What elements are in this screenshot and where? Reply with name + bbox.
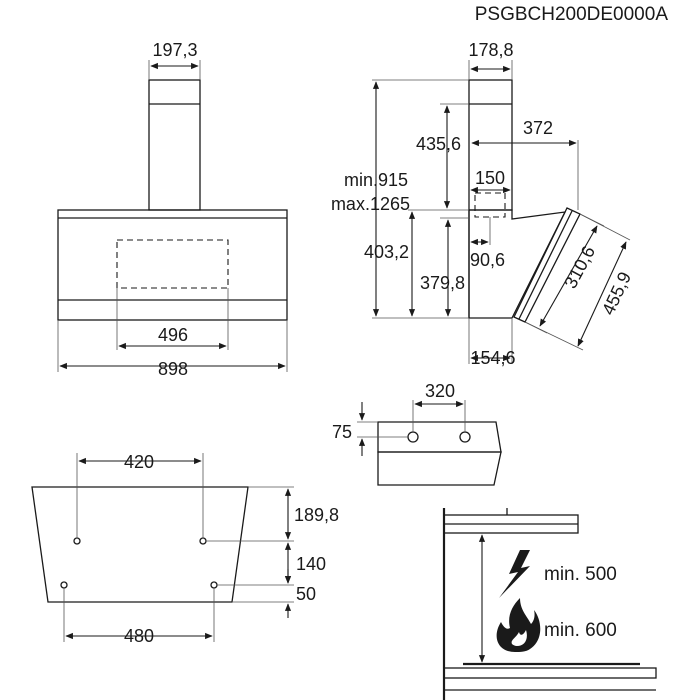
dim-panel-width: 898 <box>158 359 188 379</box>
flame-icon <box>496 598 541 652</box>
dim-hole-height: 75 <box>332 422 352 442</box>
dim-chimney-depth: 178,8 <box>468 40 513 60</box>
dim-inner-offset: 90,6 <box>470 250 505 270</box>
clearance-cooktop <box>443 667 657 679</box>
dim-glass-long: 455,9 <box>598 269 635 318</box>
side-outlet <box>474 192 506 218</box>
dim-chimney-width: 197,3 <box>152 40 197 60</box>
bracket-hole-right <box>459 431 471 443</box>
dim-inner-width: 496 <box>158 325 188 345</box>
front-view: 197,3 496 898 <box>57 40 288 379</box>
dim-lower-spacing: 480 <box>124 626 154 646</box>
dim-height-max: max.1265 <box>331 194 410 214</box>
dim-height-middle: 140 <box>296 554 326 574</box>
clearance-electric-label: min. 500 <box>544 564 617 585</box>
dim-glass-short: 310,6 <box>560 243 599 292</box>
dim-hole-spacing: 320 <box>425 381 455 401</box>
front-control-area <box>116 239 229 289</box>
mount-hole-lower-left <box>60 581 68 589</box>
bracket-view: 320 75 <box>332 381 502 486</box>
dim-height-min: min.915 <box>344 170 408 190</box>
dim-projection: 372 <box>523 118 553 138</box>
mount-hole-upper-right <box>199 537 207 545</box>
model-code: PSGBCH200DE0000A <box>475 4 669 25</box>
dim-inner-height-b: 379,8 <box>420 273 465 293</box>
front-hood-panel <box>57 209 288 321</box>
mount-hole-lower-right <box>210 581 218 589</box>
side-view: 178,8 min.915 max.1265 435,6 372 150 403… <box>331 40 635 368</box>
clearance-view: min. 500 min. 600 <box>442 508 657 700</box>
front-chimney <box>148 79 201 211</box>
dim-height-lower: 50 <box>296 584 316 604</box>
clearance-gas-label: min. 600 <box>544 620 617 641</box>
mount-hole-upper-left <box>73 537 81 545</box>
dim-outlet-offset: 150 <box>475 168 505 188</box>
bracket-hole-left <box>407 431 419 443</box>
wall-mount-template: 420 480 189,8 140 50 <box>31 452 339 646</box>
dim-upper-spacing: 420 <box>124 452 154 472</box>
dim-base-depth: 154,6 <box>470 348 515 368</box>
dim-inner-height-a: 403,2 <box>364 242 409 262</box>
lightning-bolt-icon <box>499 550 530 598</box>
bracket-bottom-plate <box>377 451 502 486</box>
dim-height-upper: 189,8 <box>294 505 339 525</box>
mount-plate <box>31 486 249 603</box>
dim-upper-height: 435,6 <box>416 134 461 154</box>
